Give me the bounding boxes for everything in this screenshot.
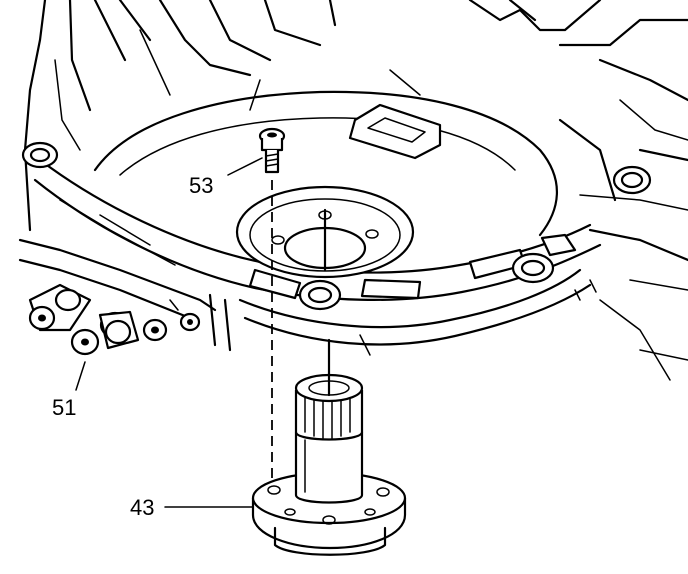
callout-label-43: 43 <box>130 495 154 520</box>
shaft-part <box>251 338 407 556</box>
callout-43: 43 <box>130 495 254 520</box>
bolt-part <box>258 127 286 174</box>
connector-blocks <box>28 283 201 356</box>
callout-label-53: 53 <box>189 173 213 198</box>
callout-label-51: 51 <box>52 395 76 420</box>
callout-51: 51 <box>52 361 86 420</box>
central-bore <box>235 185 415 279</box>
callout-53: 53 <box>189 157 263 198</box>
